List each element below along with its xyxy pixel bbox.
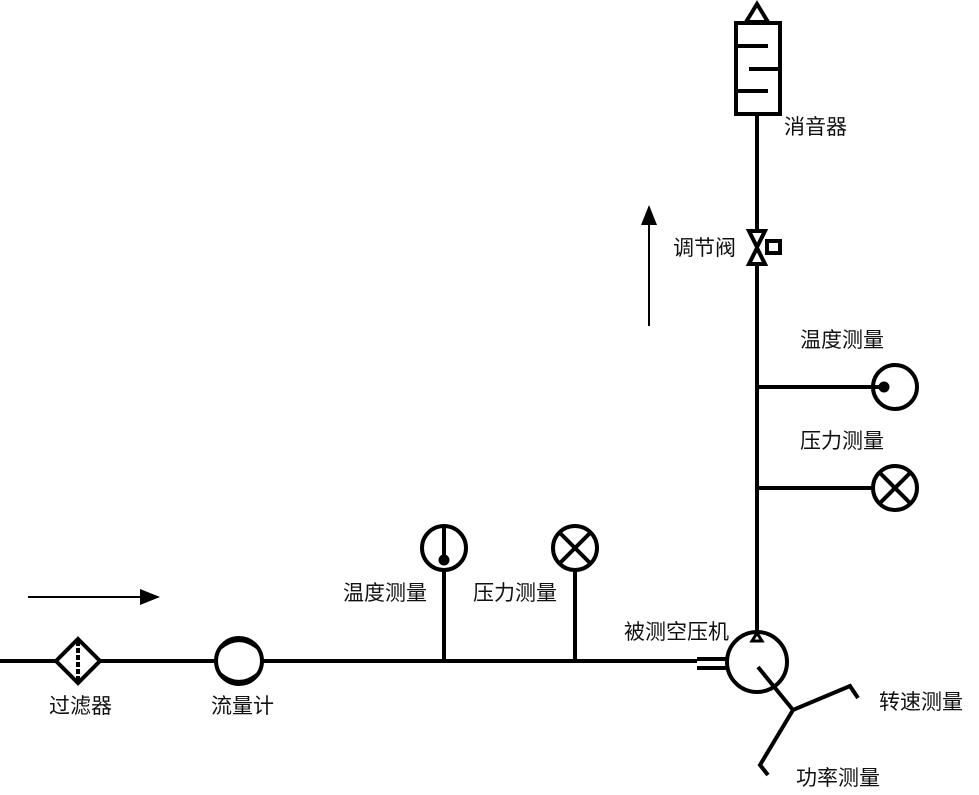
flowmeter-icon (214, 636, 264, 686)
valve-label: 调节阀 (673, 236, 736, 260)
speed-label: 转速测量 (879, 690, 963, 714)
flowmeter-label: 流量计 (211, 694, 274, 718)
silencer-label: 消音器 (784, 115, 847, 139)
power-label: 功率测量 (796, 766, 880, 790)
compressor-icon (725, 630, 860, 777)
compressor-label: 被测空压机 (624, 620, 729, 644)
filter-label: 过滤器 (49, 694, 112, 718)
filter-icon (53, 636, 103, 686)
pressure-label: 压力测量 (473, 581, 557, 605)
silencer-icon (734, 0, 782, 116)
pressure-gauge-icon (551, 524, 599, 661)
pressure-gauge-icon (871, 464, 919, 512)
temperature-gauge-icon (871, 363, 919, 411)
pressure-label: 压力测量 (800, 429, 884, 453)
temperature-label: 温度测量 (343, 581, 427, 605)
temperature-gauge-icon (420, 524, 468, 661)
regulating-valve-icon (745, 229, 782, 266)
temperature-label: 温度测量 (800, 328, 884, 352)
